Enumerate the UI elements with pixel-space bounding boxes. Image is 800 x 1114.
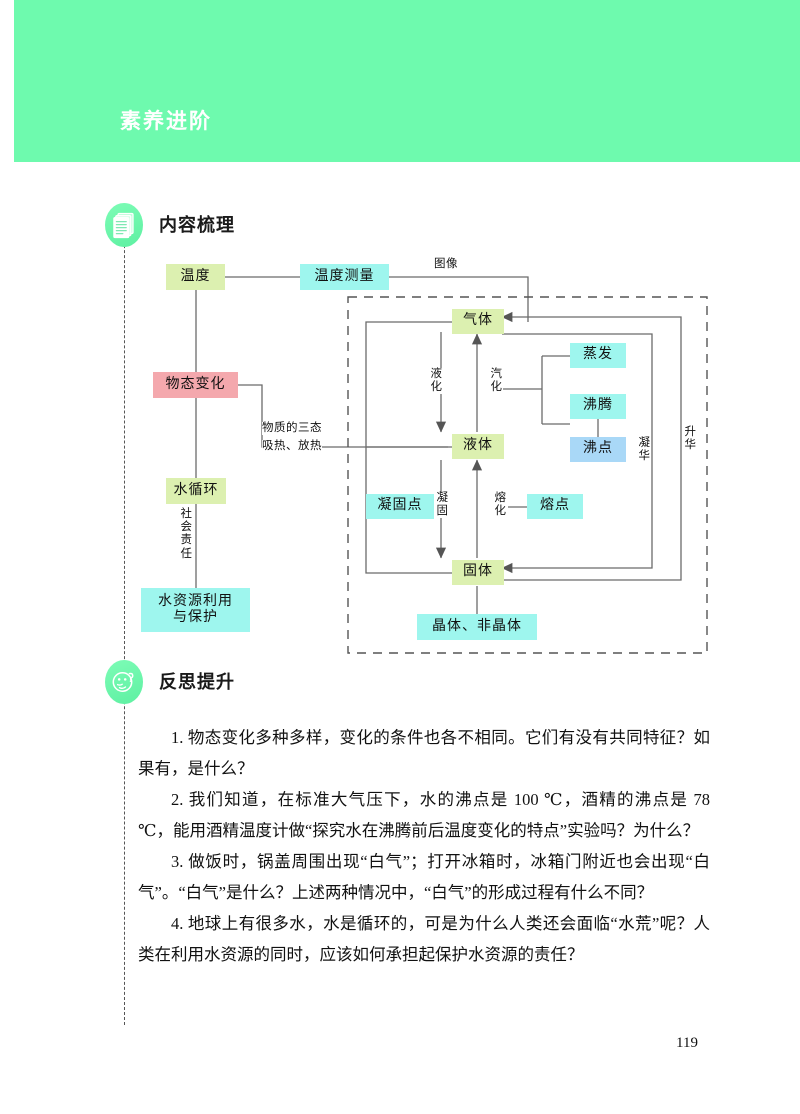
node-state-change[interactable]: 物态变化 bbox=[153, 372, 238, 398]
node-temperature-measurement[interactable]: 温度测量 bbox=[300, 264, 389, 290]
node-evaporation[interactable]: 蒸发 bbox=[570, 343, 626, 368]
node-crystal-noncrystal[interactable]: 晶体、非晶体 bbox=[417, 614, 537, 640]
page-title: 素养进阶 bbox=[120, 109, 212, 133]
node-water-cycle[interactable]: 水循环 bbox=[166, 478, 226, 504]
section-spine-dashed-line bbox=[124, 215, 125, 1025]
edge-label-liquefaction: 液化 bbox=[430, 368, 443, 395]
question-item-3: 3. 做饭时，锅盖周围出现“白气”；打开冰箱时，冰箱门附近也会出现“白气”。“白… bbox=[138, 852, 710, 902]
section-label-content-outline: 内容梳理 bbox=[159, 215, 235, 235]
edge-label-solidification: 凝固 bbox=[436, 492, 449, 519]
node-water-resource-use-protection[interactable]: 水资源利用 与保护 bbox=[141, 588, 250, 632]
node-boiling[interactable]: 沸腾 bbox=[570, 394, 626, 419]
edge-label-three-states: 物质的三态 bbox=[262, 422, 322, 435]
edge-label-image: 图像 bbox=[434, 258, 458, 271]
page-header-banner: 素养进阶 bbox=[14, 0, 800, 162]
concept-map-diagram: 温度 温度测量 物态变化 水循环 水资源利用 与保护 气体 液体 固体 蒸发 沸… bbox=[141, 258, 708, 654]
thinking-face-icon bbox=[105, 660, 143, 704]
edge-label-deposition: 凝华 bbox=[638, 437, 651, 464]
edge-label-melting: 熔化 bbox=[494, 492, 507, 519]
node-liquid[interactable]: 液体 bbox=[452, 434, 504, 459]
node-melting-point[interactable]: 熔点 bbox=[527, 494, 583, 519]
question-item-1: 1. 物态变化多种多样，变化的条件也各不相同。它们有没有共同特征？如果有，是什么… bbox=[138, 728, 710, 778]
document-stack-icon bbox=[105, 203, 143, 247]
edge-label-sublimation: 升华 bbox=[684, 426, 697, 453]
edge-label-absorb-release-heat: 吸热、放热 bbox=[262, 440, 322, 453]
node-gas[interactable]: 气体 bbox=[452, 309, 504, 334]
node-water-resource-line1: 水资源利用 bbox=[158, 593, 233, 609]
edge-label-vaporization: 汽化 bbox=[490, 368, 503, 395]
page-number: 119 bbox=[676, 1035, 698, 1051]
question-item-2: 2. 我们知道，在标准大气压下，水的沸点是 100 ℃，酒精的沸点是 78 ℃，… bbox=[138, 790, 710, 840]
node-temperature[interactable]: 温度 bbox=[166, 264, 225, 290]
section-label-reflection: 反思提升 bbox=[159, 672, 235, 692]
node-freezing-point[interactable]: 凝固点 bbox=[366, 494, 434, 519]
node-boiling-point[interactable]: 沸点 bbox=[570, 437, 626, 462]
node-water-resource-line2: 与保护 bbox=[173, 610, 218, 625]
question-item-4: 4. 地球上有很多水，水是循环的，可是为什么人类还会面临“水荒”呢？人类在利用水… bbox=[138, 914, 710, 964]
edge-label-social-responsibility: 社会责任 bbox=[180, 508, 193, 561]
node-solid[interactable]: 固体 bbox=[452, 560, 504, 585]
reflection-question-list: 1. 物态变化多种多样，变化的条件也各不相同。它们有没有共同特征？如果有，是什么… bbox=[138, 722, 710, 970]
